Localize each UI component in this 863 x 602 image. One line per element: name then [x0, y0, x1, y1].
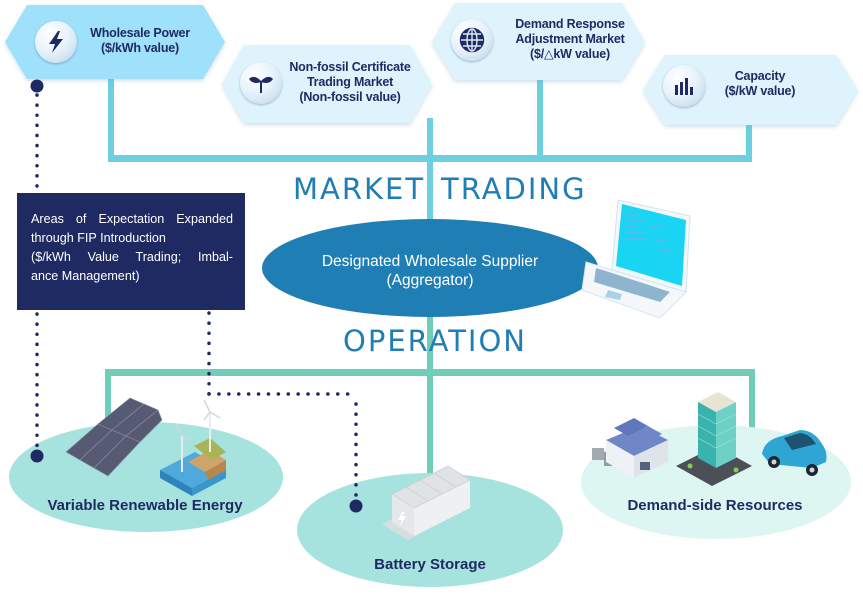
- connector-nonfossil: [427, 118, 433, 162]
- office-building-icon: [676, 392, 752, 486]
- wind-turbine-icon: [160, 399, 226, 496]
- battery-storage-icon: [382, 465, 472, 540]
- market-capacity-label: Capacity($/kW value): [724, 69, 796, 98]
- resource-vre-label: Variable Renewable Energy: [47, 497, 243, 514]
- connector-wholesale: [108, 70, 114, 162]
- electric-car-icon: [762, 430, 827, 476]
- fip-anchor-top: [30, 79, 44, 93]
- resource-demand-side-label: Demand-side Resources: [627, 497, 803, 514]
- connector-battery: [427, 369, 433, 475]
- operation-title: OPERATION: [343, 324, 527, 358]
- solar-panel-icon: [65, 397, 163, 477]
- fip-expectation-box: Areas of Expectation Expanded through FI…: [17, 193, 245, 310]
- bar-chart-icon: [663, 65, 705, 107]
- aggregator-ellipse[interactable]: [262, 219, 598, 317]
- resource-battery-label: Battery Storage: [374, 556, 486, 573]
- connector-capacity: [746, 118, 752, 162]
- market-title-left: MARKET: [293, 172, 426, 206]
- fip-line: ance Management): [31, 269, 140, 283]
- connector-demand-response: [537, 70, 543, 162]
- market-connectors: [108, 70, 752, 222]
- sprout-icon: [240, 62, 282, 104]
- fip-line: ($/kWh Value Trading; Imbal-: [31, 250, 233, 264]
- connector-demand-side: [749, 369, 755, 433]
- ellipse-battery[interactable]: [297, 473, 563, 587]
- factory-icon: [592, 418, 668, 478]
- market-bus: [108, 155, 752, 162]
- operation-connectors: [105, 314, 755, 475]
- connector-vre: [105, 369, 111, 445]
- market-title-right: TRADING: [441, 172, 587, 206]
- fip-line: through FIP Introduction: [31, 231, 166, 245]
- hex-non-fossil[interactable]: [222, 45, 432, 123]
- fip-line: Areas of Expectation Expanded: [31, 212, 233, 226]
- ellipse-vre[interactable]: [9, 422, 283, 532]
- fip-dotted-connectors: [30, 79, 363, 513]
- fip-anchor-vre: [30, 449, 44, 463]
- connector-from-aggregator: [427, 314, 433, 376]
- lightning-bolt-icon: [35, 21, 77, 63]
- laptop-icon: [581, 199, 691, 319]
- hex-demand-response[interactable]: [432, 3, 645, 80]
- aggregator-label: Designated Wholesale Supplier(Aggregator…: [321, 253, 539, 289]
- market-wholesale-power-label: Wholesale Power($/kWh value): [90, 26, 190, 55]
- connector-to-aggregator: [427, 160, 433, 222]
- fip-anchor-battery: [349, 499, 363, 513]
- globe-icon: [451, 19, 493, 61]
